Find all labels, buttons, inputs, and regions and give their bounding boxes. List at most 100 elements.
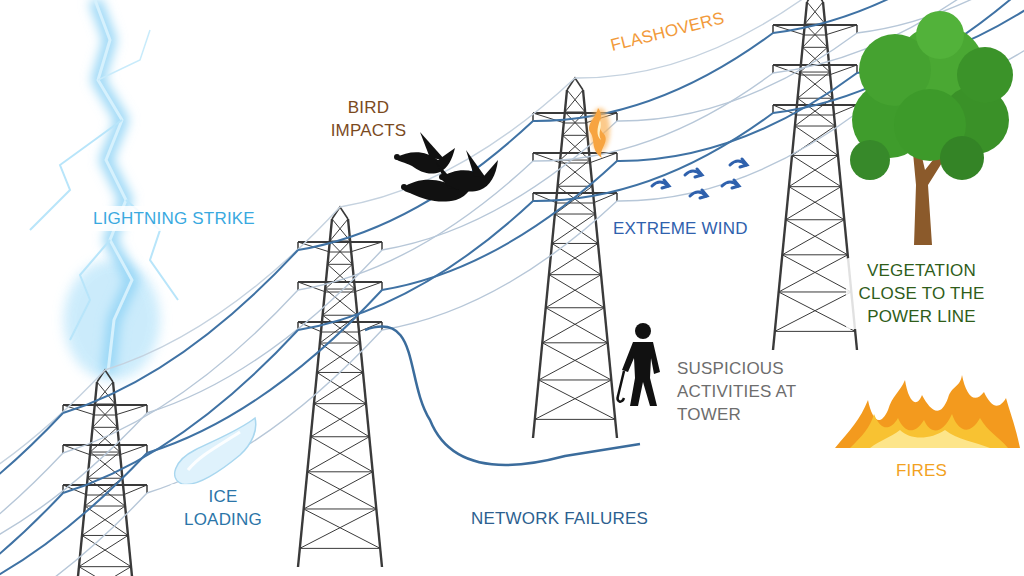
tower-brace [320,343,363,372]
tower-brace [775,292,852,331]
power-wire [298,201,533,330]
tower-brace [789,155,838,186]
threat-label: SUSPICIOUS ACTIVITIES AT TOWER [674,356,815,427]
tower-brace [805,2,823,24]
tower-brace [565,112,588,135]
tower-brace [90,452,120,453]
tower-brace [539,379,612,380]
power-wire [147,290,382,453]
insulator [856,25,858,33]
insulator [381,282,383,290]
tower-brace [779,291,852,292]
tower-brace [560,160,592,186]
tower-brace [300,548,380,549]
tower-brace [775,331,855,332]
tower-brace [549,275,604,308]
tower-brace [792,155,841,186]
power-wire [0,493,63,576]
threat-label: ICE LOADING [170,484,276,532]
tower-leg [113,382,147,576]
tower-brace [798,98,833,99]
wind-arrows [652,159,747,198]
tower-brace [782,220,844,255]
power-wire [147,250,382,413]
tower-brace [93,427,118,428]
tower-brace [542,308,604,343]
tower-brace [789,186,841,187]
lattice-tower [773,0,857,350]
cross-arm [298,281,382,283]
power-wire [63,250,298,413]
cross-arm-brace [773,105,857,115]
tower-brace [325,289,355,290]
tower-brace [535,380,612,419]
tower-brace [82,535,131,566]
tower-brace [328,264,353,265]
tower-brace [328,241,351,264]
tower-brace [560,135,587,160]
tower-brace [779,292,856,331]
tower-brace [85,506,128,535]
tower-brace [798,98,836,126]
power-wire [575,0,815,78]
power-wire [533,73,773,161]
tower-brace [803,47,830,72]
power-wire [0,493,147,576]
cross-arm [63,484,147,486]
tower-brace [304,509,381,548]
cross-arm [63,404,147,406]
power-wire [63,290,298,453]
threat-label: LIGHTNING STRIKE [90,206,258,231]
power-wire [147,330,382,493]
cross-arm-brace [773,25,857,35]
tower-brace [320,343,360,344]
tower-brace [304,508,377,509]
tower-brace [539,380,616,419]
tower-brace [782,254,847,255]
tower-brace [307,437,369,472]
tree [850,11,1013,245]
threat-label: FIRES [893,458,950,483]
threat-label: BIRD IMPACTS [318,95,419,143]
insulator [62,445,64,453]
power-wire [617,73,857,161]
cross-arm-brace [773,65,857,75]
lattice-tower [533,78,617,438]
tower-brace [307,472,376,509]
tower-brace [542,342,607,343]
tower-brace [300,509,377,548]
threat-label: NETWORK FAILURES [468,506,651,531]
suspicious-person [618,323,660,406]
tower-brace [76,567,131,576]
insulator [616,153,618,161]
tower-brace [314,404,369,437]
tower-brace [786,219,845,220]
tower-brace [95,404,118,427]
tower-brace [800,72,830,73]
tower-brace [786,220,848,255]
threat-label: EXTREME WIND [610,216,751,241]
broken-wire [365,326,640,464]
tower-brace [563,112,586,135]
cross-arm [298,241,382,243]
power-wire [382,201,617,330]
power-wire [773,0,1018,33]
tower-brace [552,243,598,244]
insulator [146,405,148,413]
insulator [532,193,534,201]
cross-arm-brace [63,445,147,455]
tower-brace [792,155,838,156]
tower-brace [546,275,601,308]
tower-brace [803,47,828,48]
tower-brace [535,419,615,420]
insulator [772,105,774,113]
insulator [297,282,299,290]
insulator [146,485,148,493]
tower-brace [549,243,598,274]
tower-brace [79,567,134,576]
fire [835,375,1020,448]
tower-brace [311,404,366,437]
tower-brace [786,187,841,220]
tower-brace [565,90,583,112]
tower-brace [304,472,373,509]
